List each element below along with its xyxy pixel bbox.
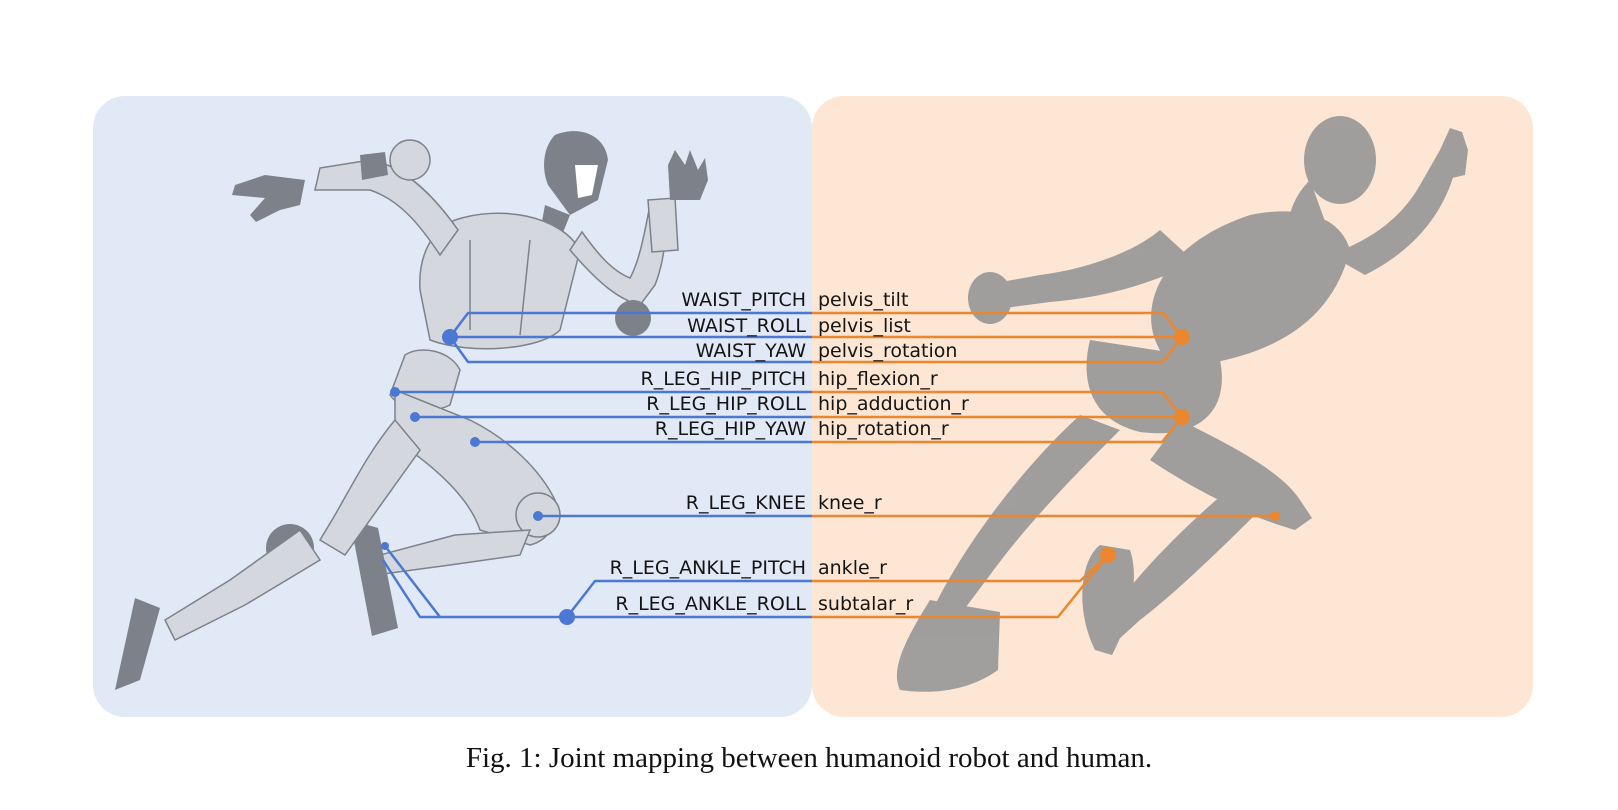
subtalar-link-human xyxy=(812,554,1109,619)
human-joint-label: ankle_r xyxy=(818,557,887,579)
human-joint-label: pelvis_tilt xyxy=(818,289,908,311)
human-joint-label: knee_r xyxy=(818,492,882,514)
human-joint-label: hip_rotation_r xyxy=(818,418,949,440)
figure-caption: Fig. 1: Joint mapping between humanoid r… xyxy=(465,742,1153,774)
robot-joint-label: R_LEG_HIP_PITCH xyxy=(641,368,806,390)
knee-human-joint-dot xyxy=(1270,511,1280,521)
robot-joint-label: R_LEG_HIP_YAW xyxy=(655,418,806,440)
robot-joint-label: WAIST_YAW xyxy=(696,340,807,362)
robot-joint-label: R_LEG_ANKLE_PITCH xyxy=(610,557,806,579)
ankle-human-joint-dot xyxy=(1100,547,1116,563)
robot-joint-label: WAIST_ROLL xyxy=(687,315,806,337)
ankle-joint-dot xyxy=(559,609,575,625)
waist-joint-dot xyxy=(442,329,458,345)
hip-roll-joint-dot xyxy=(410,412,420,422)
human-joint-label: subtalar_r xyxy=(818,593,913,615)
human-joint-label: hip_adduction_r xyxy=(818,393,969,415)
robot-joint-label: R_LEG_HIP_ROLL xyxy=(646,393,806,415)
ankle-link-robot-2 xyxy=(381,559,440,619)
robot-joint-label: R_LEG_ANKLE_ROLL xyxy=(615,593,806,615)
human-joint-label: pelvis_rotation xyxy=(818,340,957,362)
human-joint-label: pelvis_list xyxy=(818,315,911,337)
knee-joint-dot xyxy=(533,511,543,521)
ankle-robot-end-dot xyxy=(381,542,389,550)
ankle-pitch-link-robot xyxy=(566,579,812,618)
humanoid-robot-illustration xyxy=(115,131,708,690)
robot-joint-label: WAIST_PITCH xyxy=(681,289,806,311)
pelvis-joint-dot xyxy=(1174,329,1190,345)
hip-joint-dot xyxy=(1174,409,1190,425)
ankle-link-human xyxy=(812,554,1109,583)
robot-joint-label: R_LEG_KNEE xyxy=(686,492,806,514)
hip-yaw-joint-dot xyxy=(470,437,480,447)
hip-pitch-joint-dot xyxy=(390,387,400,397)
joint-link-lines xyxy=(381,311,1280,625)
human-joint-label: hip_flexion_r xyxy=(818,368,938,390)
